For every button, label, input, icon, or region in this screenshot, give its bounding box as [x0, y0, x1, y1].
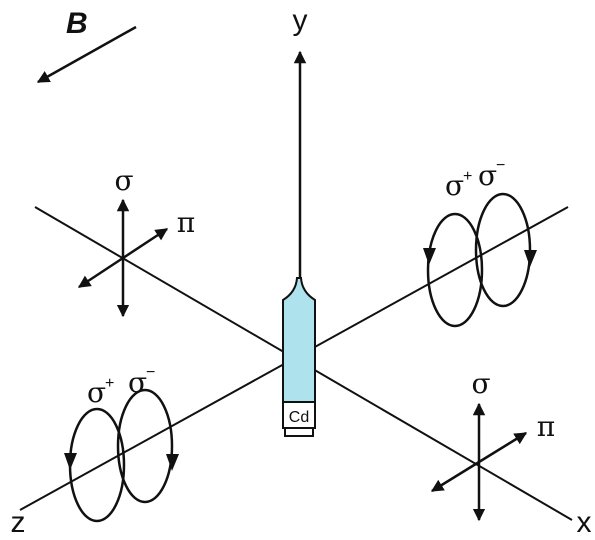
magnetic-field-label: B	[66, 7, 88, 40]
cd-lamp: Cd	[282, 277, 316, 437]
sample-holder	[282, 401, 316, 429]
transverse-view-upper-left: σ π	[77, 164, 195, 318]
sigma-minus-circle	[116, 388, 174, 504]
sigma-plus-rotation-arrowhead	[64, 453, 77, 470]
magnetic-field-arrow	[36, 25, 137, 84]
longitudinal-view-upper-right: σ + σ −	[423, 157, 537, 328]
sigma-label: σ	[114, 164, 133, 197]
sigma-plus-label: σ	[445, 169, 464, 202]
pi-label: π	[537, 410, 555, 443]
sigma-minus-rotation-arrowhead	[524, 250, 537, 267]
sigma-minus-label: σ	[128, 366, 147, 399]
transverse-view-lower-right: σ π	[430, 367, 555, 522]
sigma-plus-circle	[68, 407, 126, 523]
sigma-label: σ	[471, 367, 490, 400]
longitudinal-view-lower-left: σ + σ −	[64, 364, 179, 523]
sigma-minus-rotation-arrowhead	[166, 454, 179, 471]
sigma-plus-superscript: +	[105, 375, 114, 392]
pi-label: π	[177, 206, 195, 239]
sigma-minus-superscript: −	[496, 157, 505, 174]
y-axis-label: y	[293, 4, 308, 37]
pi-arrow-out	[122, 227, 169, 260]
sample-holder-base	[284, 427, 314, 437]
z-axis-label: z	[11, 506, 26, 539]
x-axis-label: x	[577, 506, 592, 539]
pi-arrow-in	[77, 256, 124, 289]
sigma-plus-rotation-arrowhead	[423, 248, 436, 265]
sample-label: Cd	[289, 409, 309, 426]
sigma-plus-superscript: +	[463, 168, 472, 185]
lamp-tube	[282, 277, 316, 403]
sigma-minus-superscript: −	[146, 364, 155, 381]
pi-arrow-out	[478, 431, 528, 464]
sigma-minus-circle	[474, 192, 532, 308]
sigma-plus-circle	[426, 212, 484, 328]
pi-arrow-in	[430, 460, 480, 493]
sigma-minus-label: σ	[478, 159, 497, 192]
sigma-plus-label: σ	[87, 376, 106, 409]
